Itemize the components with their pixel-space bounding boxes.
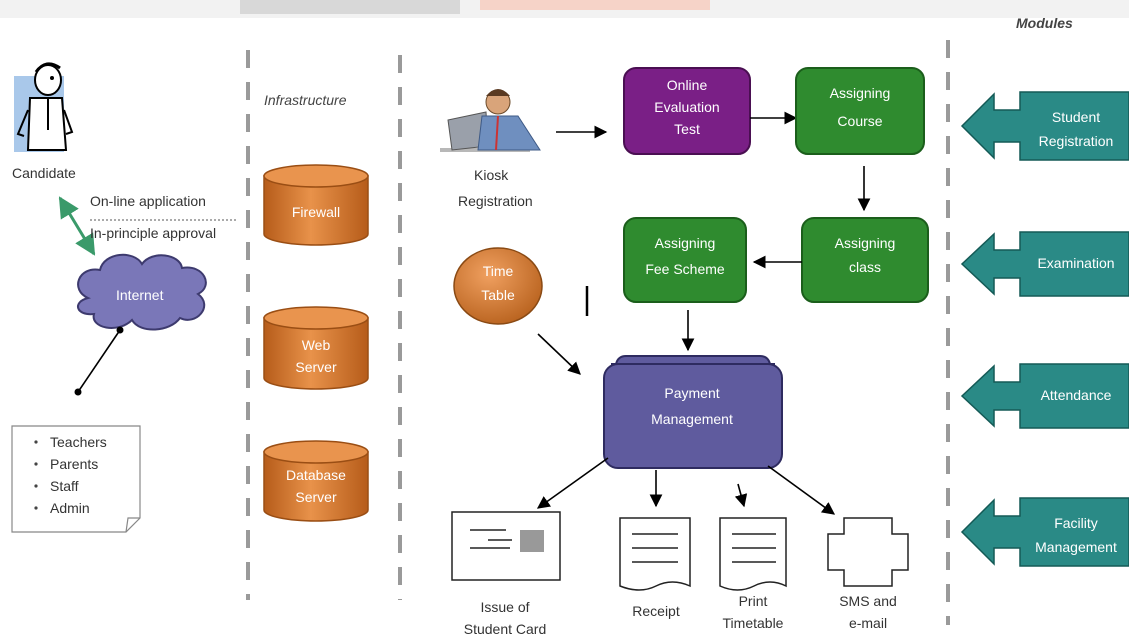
- web-server-label-2: Server: [295, 359, 337, 375]
- module-facility-management: Facility Management: [960, 497, 1129, 567]
- time-table-label-2: Table: [481, 287, 515, 303]
- kiosk-label-2: Registration: [458, 193, 533, 209]
- payment-label-1: Payment: [664, 385, 719, 401]
- module-student-registration: Student Registration: [960, 91, 1129, 161]
- timetable-label-2: Timetable: [723, 615, 784, 631]
- top-strip-tab: [480, 0, 710, 10]
- assigning-fee-scheme-box: Assigning Fee Scheme: [623, 217, 747, 303]
- assigning-course-box: Assigning Course: [795, 67, 925, 155]
- module-examination: Examination: [960, 231, 1129, 297]
- card-label-1: Issue of: [480, 599, 529, 615]
- arrow-payment-to-card: [536, 457, 609, 509]
- application-double-arrow: [58, 196, 96, 256]
- arrow-payment-to-timetable: [734, 483, 748, 508]
- class-label-2: class: [849, 259, 881, 275]
- top-strip-tab: [240, 0, 460, 14]
- firewall-cylinder: Firewall: [263, 164, 369, 246]
- user-teachers: Teachers: [50, 434, 107, 450]
- module-label-1a: Student: [1052, 109, 1100, 125]
- module-label-2: Examination: [1037, 255, 1114, 271]
- internet-link-line: [77, 329, 121, 393]
- assigning-class-box: Assigning class: [801, 217, 929, 303]
- user-parents: Parents: [50, 456, 98, 472]
- time-table-circle: Time Table: [453, 247, 543, 325]
- sms-label-1: SMS and: [839, 593, 897, 609]
- internet-link-node: [116, 326, 124, 334]
- sms-email-icon: [827, 517, 909, 587]
- class-label-1: Assigning: [835, 235, 896, 251]
- receipt-label: Receipt: [632, 603, 680, 619]
- print-timetable-icon: [719, 517, 787, 591]
- user-admin: Admin: [50, 500, 90, 516]
- arrow-timetable-to-payment: [537, 333, 581, 375]
- online-evaluation-test-box: Online Evaluation Test: [623, 67, 751, 155]
- internet-cloud-icon: [77, 253, 207, 331]
- eval-label-2: Evaluation: [654, 99, 719, 115]
- online-application-label: On-line application: [90, 193, 206, 209]
- infrastructure-label: Infrastructure: [264, 92, 347, 108]
- module-label-1b: Registration: [1039, 133, 1114, 149]
- course-label-1: Assigning: [830, 85, 891, 101]
- student-card-icon: [451, 511, 561, 581]
- database-server-cylinder: Database Server: [263, 440, 369, 522]
- eval-label-3: Test: [674, 121, 700, 137]
- module-label-4a: Facility: [1054, 515, 1098, 531]
- payment-management-box: Payment Management: [603, 355, 783, 469]
- time-table-label-1: Time: [483, 263, 514, 279]
- module-attendance: Attendance: [960, 363, 1129, 429]
- user-staff: Staff: [50, 478, 79, 494]
- users-list: Teachers Parents Staff Admin: [34, 434, 107, 516]
- users-note: [11, 425, 141, 533]
- eval-label-1: Online: [667, 77, 708, 93]
- payment-label-2: Management: [651, 411, 733, 427]
- firewall-label: Firewall: [292, 204, 340, 220]
- modules-label: Modules: [1016, 15, 1073, 31]
- database-server-label-2: Server: [295, 489, 337, 505]
- module-label-4b: Management: [1035, 539, 1117, 555]
- receipt-icon: [619, 517, 691, 591]
- internet-link-node: [74, 388, 82, 396]
- candidate-icon: [14, 62, 74, 152]
- arrow-payment-to-sms: [767, 465, 836, 515]
- fee-label-1: Assigning: [655, 235, 716, 251]
- kiosk-person-icon: [440, 89, 541, 152]
- candidate-label: Candidate: [12, 165, 76, 181]
- fee-label-2: Fee Scheme: [645, 261, 725, 277]
- internet-label: Internet: [116, 287, 164, 303]
- course-label-2: Course: [837, 113, 882, 129]
- web-server-label-1: Web: [302, 337, 331, 353]
- database-server-label-1: Database: [286, 467, 346, 483]
- module-label-3: Attendance: [1041, 387, 1112, 403]
- card-label-2: Student Card: [464, 621, 547, 637]
- timetable-label-1: Print: [739, 593, 768, 609]
- in-principle-approval-label: In-principle approval: [90, 225, 216, 241]
- web-server-cylinder: Web Server: [263, 306, 369, 390]
- sms-label-2: e-mail: [849, 615, 887, 631]
- kiosk-label-1: Kiosk: [474, 167, 509, 183]
